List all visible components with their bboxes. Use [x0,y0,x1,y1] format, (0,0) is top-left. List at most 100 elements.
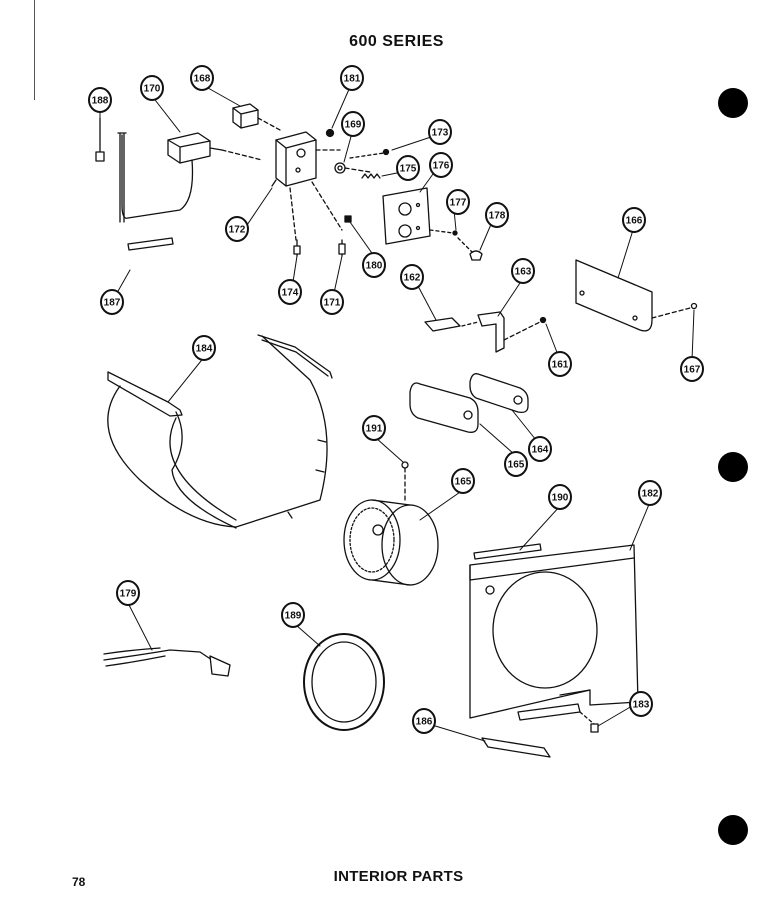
callout-number: 167 [684,365,701,376]
series-title: 600 SERIES [349,33,444,50]
callout-188: 188 [88,87,112,113]
callout-bubble [362,252,386,278]
callout-bubble [485,202,509,228]
callout-number: 176 [433,161,450,172]
page-number: 78 [72,875,86,889]
part-172-control-bracket [271,131,343,241]
part-183-screw [579,711,599,733]
callout-186: 186 [412,708,436,734]
part-188-screw [95,117,105,162]
part-164-capacitor [469,373,529,414]
punch-hole-top [718,88,748,118]
callout-number: 162 [404,273,421,284]
callout-number: 175 [400,164,417,175]
callout-bubble [88,87,112,113]
callout-179: 179 [116,580,140,606]
part-163-bracket [461,311,541,353]
callout-bubble [396,155,420,181]
part-166-cover-plate [575,259,691,332]
callout-175: 175 [396,155,420,181]
callout-bubble [116,580,140,606]
callout-bubble [548,351,572,377]
callout-bubble [362,415,386,441]
callout-165: 165 [451,468,475,494]
callout-number: 165 [508,460,525,471]
section-title: INTERIOR PARTS [333,868,464,885]
callout-bubble [412,708,436,734]
callout-bubble [192,335,216,361]
callout-number: 181 [344,74,361,85]
callout-162: 162 [400,264,424,290]
callout-180: 180 [362,252,386,278]
callout-191: 191 [362,415,386,441]
part-186-foam-strip [481,703,581,758]
punch-hole-bottom [718,815,748,845]
callout-bubble [320,289,344,315]
callout-174: 174 [278,279,302,305]
callout-bubble [428,119,452,145]
part-179-wire-harness [103,647,231,677]
callout-bubble [451,468,475,494]
callout-173: 173 [428,119,452,145]
callout-bubble [511,258,535,284]
callout-187: 187 [100,289,124,315]
part-173-screw [349,148,390,159]
callout-number: 169 [345,120,362,131]
callout-number: 172 [229,225,246,236]
part-174-screw [293,239,301,257]
part-190-strip [473,543,542,560]
callout-layer: 188 170 168 181 169 173 175 176 177 178 172 174 171 1… [88,65,704,734]
part-161-screw [539,316,547,324]
callout-number: 178 [489,211,506,222]
callout-bubble [528,436,552,462]
callout-number: 189 [285,611,302,622]
callout-165: 165 [504,451,528,477]
part-165-capacitor [409,382,479,433]
callout-number: 163 [515,267,532,278]
callout-170: 170 [140,75,164,101]
part-177-screw [429,229,458,236]
callout-number: 187 [104,298,121,309]
callout-183: 183 [629,691,653,717]
callout-number: 166 [626,216,643,227]
callout-167: 167 [680,356,704,382]
part-169-knob [334,162,371,174]
callout-177: 177 [446,189,470,215]
callout-number: 188 [92,96,109,107]
part-184-blower-housing [107,334,333,529]
part-171-screw [338,239,346,257]
callout-176: 176 [429,152,453,178]
callout-number: 168 [194,74,211,85]
callout-178: 178 [485,202,509,228]
callout-164: 164 [528,436,552,462]
part-189-gasket-ring [303,633,385,731]
callout-number: 170 [144,84,161,95]
callout-number: 161 [552,360,569,371]
callout-bubble [429,152,453,178]
callout-number: 164 [532,445,549,456]
callout-181: 181 [340,65,364,91]
callout-number: 190 [552,493,569,504]
part-178-clip [457,237,483,261]
callout-189: 189 [281,602,305,628]
callout-190: 190 [548,484,572,510]
part-165-blower-wheel [343,499,439,586]
callout-number: 171 [324,298,341,309]
callout-172: 172 [225,216,249,242]
part-187-tube [127,237,174,251]
callout-number: 165 [455,477,472,488]
callout-bubble [504,451,528,477]
callout-number: 179 [120,589,137,600]
part-182-bulkhead-panel [469,544,639,719]
part-170-thermostat [117,132,263,223]
callout-bubble [281,602,305,628]
callout-bubble [680,356,704,382]
callout-bubble [629,691,653,717]
callout-bubble [400,264,424,290]
callout-number: 186 [416,717,433,728]
callout-182: 182 [638,480,662,506]
callout-161: 161 [548,351,572,377]
callout-bubble [225,216,249,242]
